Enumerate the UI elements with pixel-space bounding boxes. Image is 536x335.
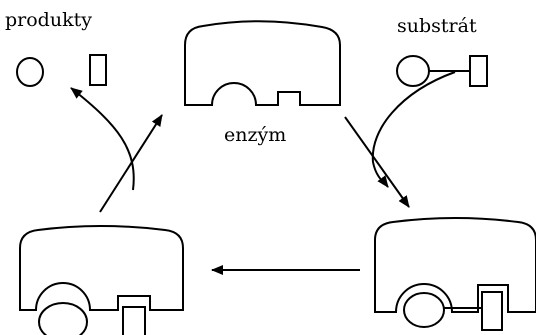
enzyme-body-right xyxy=(374,217,536,313)
product-rectangle xyxy=(89,54,107,86)
arrow-substrate-enter xyxy=(371,71,456,188)
enzyme-label: enzým xyxy=(224,124,286,146)
enzyme-body-left xyxy=(19,225,184,311)
substrate-rectangle xyxy=(469,55,488,87)
products-label: produkty xyxy=(5,9,92,31)
bound-substrate-circle xyxy=(403,292,445,328)
free-enzyme xyxy=(184,20,341,106)
bound-product-circle xyxy=(38,302,88,335)
substrate-circle xyxy=(396,55,430,87)
arrow-release xyxy=(99,114,163,213)
arrow-binding xyxy=(344,116,410,208)
substrate-group xyxy=(396,55,488,87)
product-circle xyxy=(16,57,44,87)
enzyme-product-complex xyxy=(19,225,184,335)
substrate-label: substrát xyxy=(397,15,477,37)
products-group xyxy=(16,54,107,87)
arrow-products-leave xyxy=(70,87,135,191)
enzyme-substrate-complex xyxy=(374,217,536,331)
bound-product-rectangle xyxy=(122,306,146,335)
bound-substrate-rectangle xyxy=(481,291,503,331)
